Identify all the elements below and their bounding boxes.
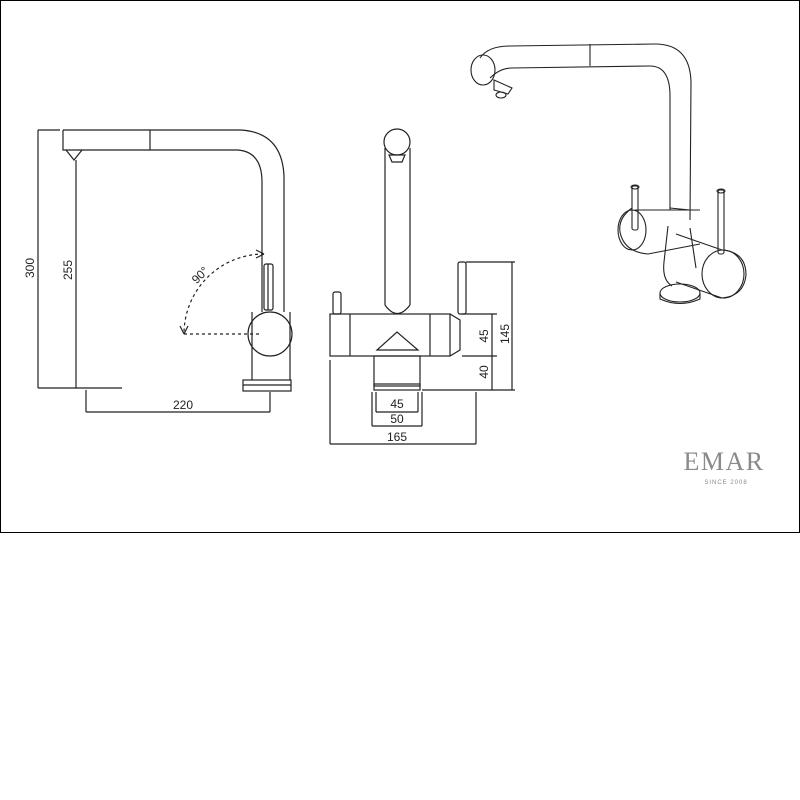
perspective-base [659,283,701,303]
front-view [329,128,515,445]
perspective-right-handle [717,189,725,255]
dim-165: 165 [387,430,407,444]
perspective-nozzle [470,54,496,86]
dim-300: 300 [23,258,37,278]
dim-50: 50 [390,412,404,426]
dim-145: 145 [498,324,512,344]
perspective-view [470,43,747,305]
perspective-right-body [675,233,747,299]
brand-logo: EMAR [683,447,764,476]
drawing-frame [0,0,800,533]
front-center-wedge [375,331,420,351]
perspective-left-handle [631,185,639,231]
side-spout-outer [63,129,285,312]
dim-255: 255 [61,260,75,280]
perspective-spout-outer [479,43,692,221]
dim-220: 220 [173,398,193,412]
brand-tagline: SINCE 2008 [704,480,747,486]
side-view [37,129,293,413]
side-spout-inner [90,149,263,312]
front-base [373,355,421,387]
front-right-handle [457,261,467,315]
front-spout-column [384,148,411,305]
dim-40: 40 [477,365,491,379]
dim-45-horizontal: 45 [390,397,404,411]
dim-90-degrees: 90° [189,264,212,287]
side-spout-nozzle [62,130,90,161]
perspective-left-body [619,207,701,255]
dim-45-vertical: 45 [477,329,491,343]
rotation-arc [183,253,265,335]
perspective-spout-inner [489,65,671,210]
front-spout-top [383,128,411,156]
front-left-handle [332,291,342,315]
side-body [247,311,293,357]
faucet-technical-drawing: 300 255 220 90° [0,0,800,533]
